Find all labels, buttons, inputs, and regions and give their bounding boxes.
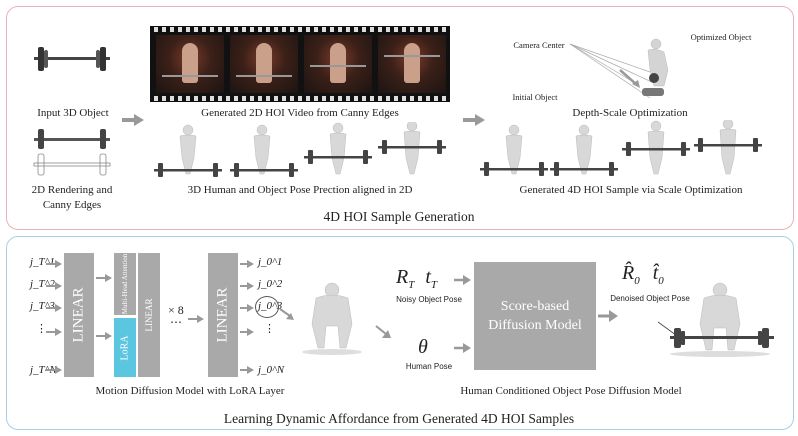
arrow-icon xyxy=(188,315,204,323)
render-label-2: Canny Edges xyxy=(42,199,102,211)
model-input-arrows xyxy=(454,275,471,353)
linear-block-2: LINEAR xyxy=(138,253,160,377)
noisy-pose-label: Noisy Object Pose xyxy=(396,295,462,304)
multi-head-attention-block: Multi-Head Attention xyxy=(114,253,136,315)
input-joint-n: j_T^N xyxy=(30,364,57,376)
score-diffusion-model-block: Score-based Diffusion Model xyxy=(474,262,596,370)
output-joint-2: j_0^2 xyxy=(258,278,283,290)
output-highlight-circle xyxy=(255,296,279,318)
noisy-pose-symbols: RT tT xyxy=(396,266,438,291)
arrow-icon xyxy=(122,114,144,126)
section-title-top: 4D HOI Sample Generation xyxy=(323,209,475,224)
denoised-pose-symbols: R̂0 t̂0 xyxy=(622,262,664,287)
canny-edge-barbell xyxy=(33,153,111,176)
depth-scale-diagram xyxy=(569,38,669,99)
video-frame-3 xyxy=(304,35,372,93)
optimized-object-label: Optimized Object xyxy=(690,32,752,42)
linear-block-3: LINEAR xyxy=(208,253,238,377)
generated-4d-figures xyxy=(480,120,762,176)
attention-arrows xyxy=(96,274,112,340)
video-frame-4 xyxy=(378,35,446,93)
pose-prediction-figures xyxy=(154,122,446,177)
input-joint-ellipsis: ⋮ xyxy=(36,323,47,335)
affordance-learning-panel xyxy=(6,236,794,430)
hcopd-label: Human Conditioned Object Pose Diffusion … xyxy=(460,385,682,397)
arrow-icon xyxy=(375,325,391,338)
input-object-label: Input 3D Object xyxy=(37,107,109,119)
output-arrows xyxy=(240,260,254,374)
hoi-video-filmstrip xyxy=(150,26,450,102)
mdm-label: Motion Diffusion Model with LoRA Layer xyxy=(95,385,285,397)
generated-4d-label: Generated 4D HOI Sample via Scale Optimi… xyxy=(519,184,743,196)
render-label-1: 2D Rendering and xyxy=(31,184,113,196)
linear-block-1: LINEAR xyxy=(64,253,94,377)
repeat-count: × 8 xyxy=(168,303,184,317)
arrow-icon xyxy=(279,308,294,320)
repeat-dots: ⋯ xyxy=(170,315,182,329)
denoised-pose-label: Denoised Object Pose xyxy=(610,294,690,303)
result-hoi-figure xyxy=(657,282,774,357)
depth-scale-label: Depth-Scale Optimization xyxy=(572,107,688,119)
pose-prediction-label: 3D Human and Object Pose Prection aligne… xyxy=(187,184,413,196)
output-joint-1: j_0^1 xyxy=(258,256,283,268)
theta-symbol: θ xyxy=(418,336,428,358)
initial-object-label: Initial Object xyxy=(512,92,558,102)
output-joint-3: j_0^3 xyxy=(258,300,283,312)
rendered-barbell xyxy=(34,129,110,149)
arrow-icon xyxy=(463,114,485,126)
arrow-icon xyxy=(598,310,618,322)
output-joint-n: j_0^N xyxy=(258,364,285,376)
human-pose-figure xyxy=(302,282,362,355)
video-frame-1 xyxy=(156,35,224,93)
input-arrows xyxy=(46,260,62,374)
output-joint-ellipsis: ⋮ xyxy=(264,323,275,335)
camera-center-label: Camera Center xyxy=(513,40,565,50)
video-frame-2 xyxy=(230,35,298,93)
lora-block: LoRA xyxy=(114,318,136,377)
section-title-bottom: Learning Dynamic Affordance from Generat… xyxy=(223,411,575,426)
input-3d-barbell xyxy=(34,47,110,71)
human-pose-label: Human Pose xyxy=(405,362,453,371)
video-label: Generated 2D HOI Video from Canny Edges xyxy=(201,107,399,119)
